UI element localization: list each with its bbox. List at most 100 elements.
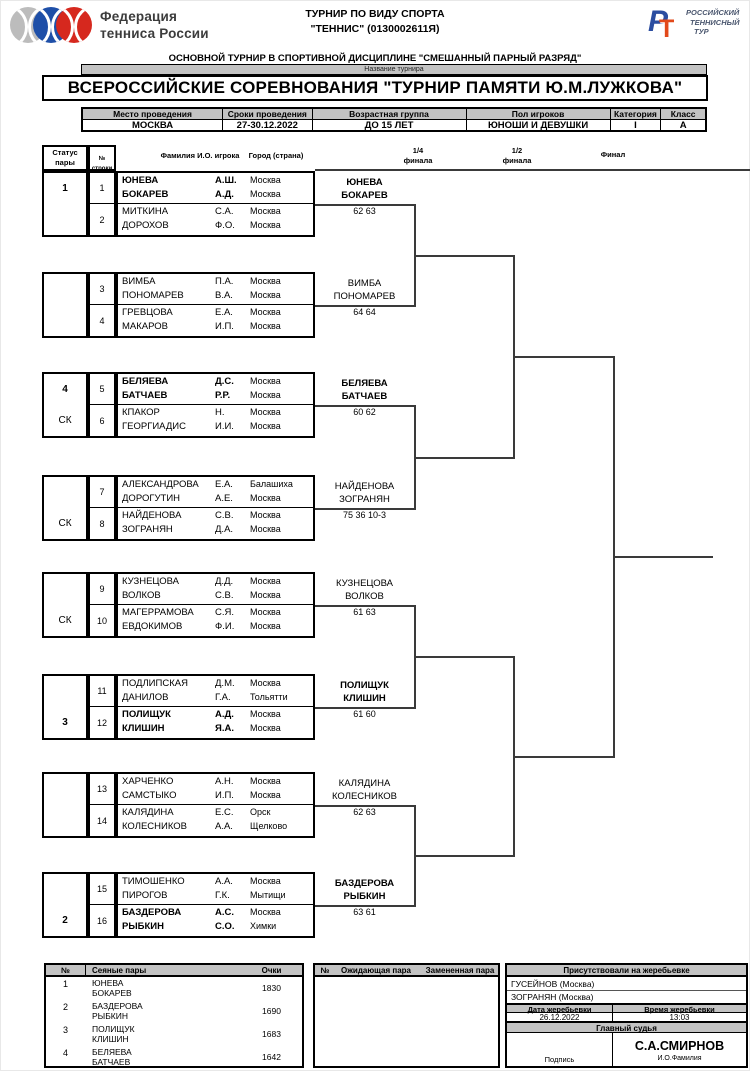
seeded-points-header: Очки — [261, 966, 282, 975]
sf-line — [513, 755, 615, 758]
player-initials: С.Я. — [215, 607, 234, 618]
line-number: 16 — [96, 915, 107, 926]
seeded-pair-points: 1690 — [262, 1006, 281, 1016]
info-value-cell: 27-30.12.2022 — [223, 120, 313, 131]
player-city: Тольятти — [250, 692, 288, 702]
player-city: Москва — [250, 907, 281, 917]
status-value: 2 — [62, 915, 68, 926]
player-initials: Ф.О. — [215, 220, 235, 231]
player-surname: ГЕОРГИАДИС — [122, 421, 186, 432]
tennis-ball-red-icon — [56, 7, 92, 43]
player-city: Орск — [250, 807, 271, 817]
player-initials: Е.А. — [215, 307, 233, 318]
status-value: СК — [58, 415, 72, 426]
line-number: 4 — [99, 315, 105, 326]
line-number: 12 — [96, 717, 107, 728]
player-surname: МАКАРОВ — [122, 321, 168, 332]
final-line — [613, 555, 713, 558]
r1-winner-name: КЛИШИН — [343, 693, 386, 704]
r1-winner-line — [315, 508, 416, 510]
player-city: Москва — [250, 390, 281, 400]
seeded-pair-name1: БАЗДЕРОВА — [92, 1001, 143, 1011]
player-surname: ХАРЧЕНКО — [122, 776, 174, 787]
player-city: Москва — [250, 510, 281, 520]
info-header-cell: Место проведения — [83, 109, 224, 120]
r1-winner-name: ЮНЕВА — [346, 177, 383, 188]
qf-line — [414, 855, 515, 857]
ftr-logo — [0, 0, 92, 50]
seeded-pair-name1: ПОЛИЩУК — [92, 1024, 135, 1034]
player-initials: И.И. — [215, 421, 234, 432]
player-initials: Д.А. — [215, 524, 234, 535]
seeded-pair-name2: БОКАРЕВ — [92, 988, 132, 998]
player-surname: ЮНЕВА — [122, 175, 159, 186]
status-value — [44, 477, 86, 508]
player-city: Москва — [250, 290, 281, 300]
player-initials: И.П. — [215, 790, 234, 801]
player-surname: НАЙДЕНОВА — [122, 510, 182, 521]
r1-winner-name: НАЙДЕНОВА — [334, 481, 395, 492]
line-column-header-box: № строки — [88, 145, 116, 172]
seeded-pair-no: 2 — [62, 1002, 68, 1012]
status-value: СК — [58, 615, 72, 626]
chief-referee-sub-label: И.О.Фамилия — [657, 1055, 702, 1062]
waiting-pair-header: Ожидающая пара — [341, 966, 411, 975]
rtt-text-line1: РОССИЙСКИЙ — [686, 8, 740, 17]
player-city: Москва — [250, 790, 281, 800]
status-box — [42, 772, 88, 838]
player-city: Москва — [250, 421, 281, 431]
rtt-letter-p: Р — [648, 5, 669, 38]
r1-winner-line — [315, 605, 416, 607]
org-name-line2: тенниса России — [100, 26, 209, 41]
player-surname: ПИРОГОВ — [122, 890, 168, 901]
r1-match-score: 63 61 — [353, 907, 376, 917]
seeded-pair-points: 1830 — [262, 983, 281, 993]
player-city: Москва — [250, 621, 281, 631]
draw-date-header: Дата жеребьевки — [527, 1005, 592, 1014]
seeded-pairs-table-header: № Сеяные пары Очки — [46, 965, 302, 977]
rtt-logo: Р Т РОССИЙСКИЙ ТЕННИСНЫЙ ТУР — [642, 3, 748, 51]
seeded-pair-name2: БАТЧАЕВ — [92, 1057, 131, 1067]
rtt-text-line3: ТУР — [694, 27, 709, 36]
chief-referee-name: С.А.СМИРНОВ — [634, 1039, 725, 1053]
seeded-pair-points: 1683 — [262, 1029, 281, 1039]
player-surname: ДАНИЛОВ — [122, 692, 169, 703]
r1-winner-name: БАТЧАЕВ — [341, 391, 388, 402]
status-box: СК — [42, 572, 88, 638]
player-initials: В.А. — [215, 290, 233, 301]
bracket-header-rule — [315, 169, 750, 171]
player-surname: ТИМОШЕНКО — [122, 876, 185, 887]
info-header-cell: Возрастная группа — [312, 109, 467, 120]
player-city: Мытищи — [250, 890, 286, 900]
player-city: Москва — [250, 376, 281, 386]
present-at-draw-header: Присутствовали на жеребьевке — [507, 965, 746, 977]
org-name-line1: Федерация — [100, 9, 178, 24]
info-header-cell: Класс — [661, 109, 705, 120]
waiting-pairs-table-header: № Ожидающая пара Замененная пара — [315, 965, 498, 977]
